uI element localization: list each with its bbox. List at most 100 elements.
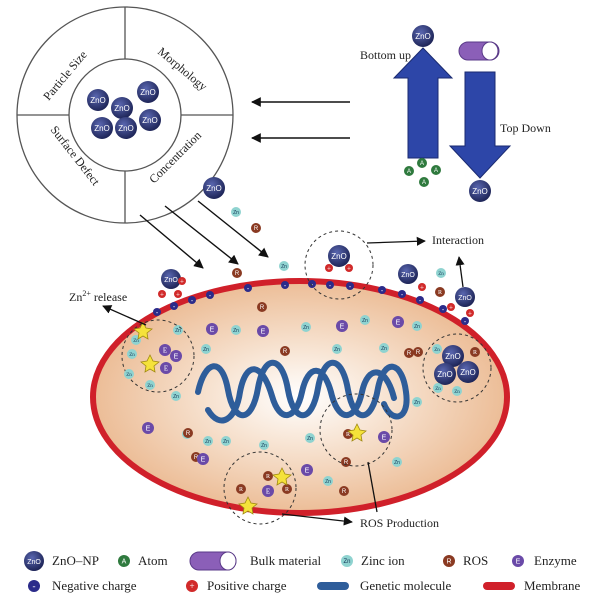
- zno-particle: ZnO: [442, 345, 464, 367]
- svg-text:R: R: [186, 431, 191, 437]
- zno-particle: ZnO: [87, 89, 109, 111]
- svg-text:-: -: [329, 282, 332, 290]
- svg-text:R: R: [194, 455, 199, 461]
- svg-text:ZnO: ZnO: [401, 272, 415, 279]
- star-icon: [238, 496, 258, 515]
- svg-text:R: R: [446, 559, 451, 566]
- svg-text:ZnO: ZnO: [458, 295, 472, 302]
- svg-text:R: R: [344, 460, 349, 466]
- atom-cluster: A A A A: [404, 158, 441, 187]
- svg-text:A: A: [122, 559, 127, 566]
- legend-item-negative: - Negative charge: [28, 578, 137, 593]
- svg-text:-: -: [209, 292, 212, 300]
- zno-particle: ZnO: [161, 269, 181, 289]
- svg-text:E: E: [261, 329, 266, 336]
- svg-text:ZnO: ZnO: [445, 352, 461, 361]
- interaction-label: Interaction: [432, 233, 484, 247]
- zn-release-region: Zn Zn Zn Zn E E: [102, 305, 195, 393]
- svg-text:A: A: [422, 180, 426, 186]
- zno-particle: ZnO: [457, 361, 479, 383]
- svg-text:Zn: Zn: [438, 272, 444, 277]
- svg-text:+: +: [180, 278, 184, 286]
- top-down-label: Top Down: [500, 121, 551, 135]
- svg-text:E: E: [164, 365, 168, 373]
- svg-text:R: R: [235, 271, 240, 277]
- svg-text:A: A: [434, 168, 438, 174]
- legend-item-enzyme: E Enzyme: [512, 553, 577, 568]
- svg-text:Zn: Zn: [133, 339, 139, 344]
- svg-text:Zn: Zn: [233, 328, 239, 334]
- svg-text:-: -: [156, 309, 159, 317]
- svg-text:E: E: [340, 324, 345, 331]
- svg-text:E: E: [210, 327, 215, 334]
- star-icon: [133, 321, 153, 340]
- svg-text:-: -: [381, 287, 384, 295]
- svg-text:Zn: Zn: [454, 390, 460, 395]
- svg-text:Zn: Zn: [233, 210, 239, 216]
- approach-arrows: [139, 200, 269, 269]
- legend-item-positive: + Positive charge: [186, 578, 287, 593]
- svg-text:R: R: [416, 350, 421, 356]
- svg-text:E: E: [163, 347, 167, 355]
- svg-text:+: +: [327, 265, 331, 273]
- svg-text:Zn: Zn: [325, 479, 331, 485]
- svg-text:Zn: Zn: [343, 559, 350, 565]
- svg-text:ZnO: ZnO: [460, 368, 476, 377]
- synthesis-to-wheel-arrows: [251, 97, 350, 143]
- svg-text:Bulk material: Bulk material: [250, 553, 322, 568]
- svg-text:R: R: [266, 474, 270, 480]
- svg-text:ZnO: ZnO: [114, 104, 130, 113]
- svg-text:+: +: [347, 265, 351, 273]
- svg-text:ZnO: ZnO: [331, 252, 347, 261]
- zno-particle: ZnO: [115, 117, 137, 139]
- svg-text:-: -: [173, 303, 176, 311]
- svg-text:Zn: Zn: [203, 347, 209, 353]
- svg-text:ZnO–NP: ZnO–NP: [52, 553, 99, 568]
- svg-text:Genetic molecule: Genetic molecule: [360, 578, 452, 593]
- bottom-up-label: Bottom up: [360, 48, 411, 62]
- zno-particle: ZnO: [398, 264, 418, 284]
- svg-text:ZnO: ZnO: [94, 124, 110, 133]
- svg-text:R: R: [342, 489, 347, 495]
- star-icon: [347, 423, 367, 442]
- genetic-molecule: [195, 359, 410, 424]
- svg-text:Zn: Zn: [303, 325, 309, 331]
- zno-particle: ZnO: [111, 97, 133, 119]
- zno-particle: ZnO: [137, 81, 159, 103]
- zno-particle: ZnO: [91, 117, 113, 139]
- svg-text:ZnO: ZnO: [118, 124, 134, 133]
- svg-text:R: R: [285, 487, 289, 493]
- svg-text:+: +: [420, 284, 424, 292]
- svg-text:A: A: [420, 161, 424, 167]
- svg-text:+: +: [449, 304, 453, 312]
- svg-text:Zinc ion: Zinc ion: [361, 553, 405, 568]
- svg-text:R: R: [283, 349, 288, 355]
- svg-text:E: E: [201, 457, 206, 464]
- star-icon: [272, 467, 292, 486]
- svg-text:R: R: [346, 432, 350, 438]
- svg-text:A: A: [407, 169, 411, 175]
- enzymes: E E E E E E E E E: [142, 316, 404, 476]
- svg-text:E: E: [174, 354, 179, 361]
- svg-text:Zn: Zn: [434, 348, 440, 353]
- svg-text:Negative charge: Negative charge: [52, 578, 137, 593]
- zno-particle: ZnO: [455, 287, 475, 307]
- svg-text:Zn: Zn: [129, 353, 135, 358]
- zno-particle: ZnO: [434, 363, 456, 385]
- svg-text:Zn: Zn: [205, 439, 211, 445]
- bottom-up-arrow: [392, 47, 454, 159]
- svg-text:E: E: [146, 426, 151, 433]
- zinc-ions: Zn Zn Zn Zn Zn Zn Zn Zn Zn Zn Zn Zn Zn Z…: [171, 315, 422, 486]
- legend-item-zinc-ion: Zn Zinc ion: [341, 553, 405, 568]
- svg-text:E: E: [305, 468, 310, 475]
- svg-text:Zn: Zn: [435, 387, 441, 392]
- svg-text:R: R: [407, 351, 412, 357]
- svg-text:R: R: [254, 226, 259, 232]
- svg-text:+: +: [468, 310, 472, 318]
- svg-text:Zn: Zn: [414, 324, 420, 330]
- zno-particle: ZnO: [203, 177, 225, 199]
- svg-text:ZnO: ZnO: [140, 88, 156, 97]
- legend-item-zno: ZnO ZnO–NP: [24, 551, 99, 571]
- legend-item-atom: A Atom: [118, 553, 168, 568]
- svg-text:R: R: [239, 487, 243, 493]
